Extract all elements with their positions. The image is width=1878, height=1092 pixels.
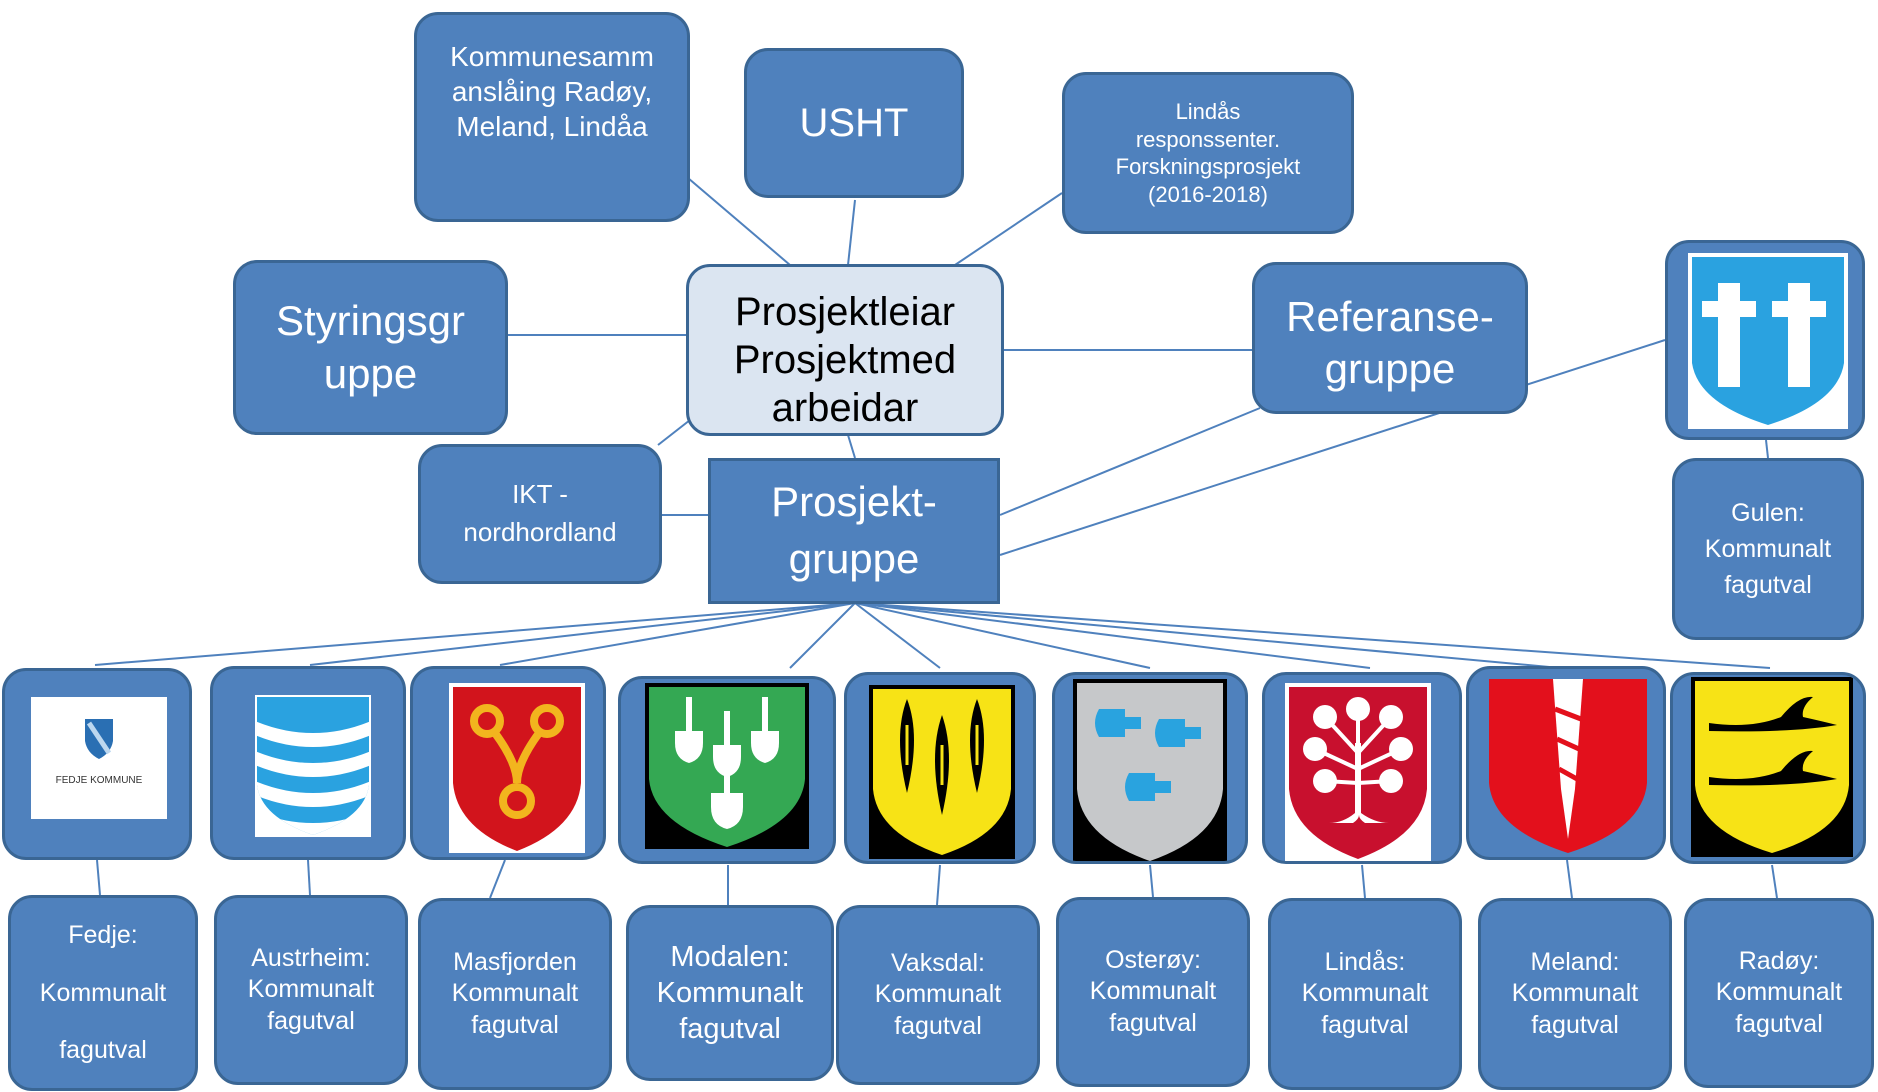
- connector-masfjorden: [499, 602, 856, 666]
- connector-ikt: [657, 419, 691, 446]
- connector-austrheim: [309, 602, 856, 666]
- radoy-coat-of-arms-icon: [1691, 677, 1853, 857]
- logo-box-modalen: [618, 676, 836, 864]
- node-meland: Meland: Kommunalt fagutval: [1478, 898, 1672, 1090]
- node-lindas-responssenter-label: Lindås responssenter. Forskningsprosjekt…: [1115, 99, 1301, 207]
- node-masfjorden: Masfjorden Kommunalt fagutval: [418, 898, 612, 1090]
- gulen-coat-of-arms-icon: [1688, 253, 1848, 429]
- lindas-coat-of-arms-icon: [1285, 683, 1431, 861]
- logo-box-austrheim: [210, 666, 406, 860]
- connector-meland-label: [1566, 859, 1573, 899]
- logo-box-gulen: [1665, 240, 1865, 440]
- node-austrheim: Austrheim: Kommunalt fagutval: [214, 895, 408, 1085]
- node-osteroy-label: Osterøy: Kommunalt fagutval: [1089, 946, 1217, 1037]
- connector-osteroy: [854, 602, 1151, 669]
- austrheim-coat-of-arms-icon: [255, 695, 371, 837]
- node-modalen: Modalen: Kommunalt fagutval: [626, 905, 834, 1081]
- connector-austrheim-label: [307, 859, 311, 896]
- connector-lindas: [854, 602, 1371, 669]
- connector-vaksdal-label: [936, 864, 941, 906]
- logo-box-masfjorden: [410, 666, 606, 860]
- connector-usht: [847, 199, 856, 266]
- node-kommunesamanslaing-label: Kommunesamm anslåing Radøy, Meland, Lind…: [450, 40, 654, 142]
- connector-lindas-label: [1361, 864, 1366, 899]
- node-prosjektgruppe-label: Prosjekt- gruppe: [771, 478, 937, 582]
- node-austrheim-label: Austrheim: Kommunalt fagutval: [247, 944, 375, 1035]
- node-vaksdal-label: Vaksdal: Kommunalt fagutval: [874, 949, 1002, 1040]
- connector-osteroy-label: [1149, 864, 1154, 898]
- node-masfjorden-label: Masfjorden Kommunalt fagutval: [451, 948, 579, 1039]
- fedje-coat-of-arms-icon: FEDJE KOMMUNE: [31, 697, 167, 819]
- meland-coat-of-arms-icon: [1489, 679, 1647, 853]
- node-styringsgruppe: Styringsgr uppe: [233, 260, 508, 435]
- node-vaksdal: Vaksdal: Kommunalt fagutval: [836, 905, 1040, 1085]
- connector-lindas-responssenter: [954, 192, 1063, 266]
- connector-modalen: [789, 602, 856, 669]
- masfjorden-coat-of-arms-icon: [449, 683, 585, 853]
- node-ikt-label: IKT - nordhordland: [463, 479, 617, 547]
- connector-fedje: [94, 602, 856, 666]
- connector-gruppe-referanse: [999, 407, 1261, 516]
- connector-kommunesamanslaing: [687, 177, 791, 266]
- modalen-coat-of-arms-icon: [645, 683, 809, 849]
- node-usht: USHT: [744, 48, 964, 198]
- node-gulen: Gulen: Kommunalt fagutval: [1672, 458, 1864, 640]
- node-ikt: IKT - nordhordland: [418, 444, 662, 584]
- connector-gulen-logo: [1765, 439, 1769, 459]
- fedje-logo-text: FEDJE KOMMUNE: [56, 775, 143, 786]
- node-modalen-label: Modalen: Kommunalt fagutval: [656, 940, 804, 1046]
- osteroy-coat-of-arms-icon: [1073, 679, 1227, 861]
- node-osteroy: Osterøy: Kommunalt fagutval: [1056, 897, 1250, 1087]
- node-radoy-label: Radøy: Kommunalt fagutval: [1715, 947, 1843, 1038]
- node-fedje-label: Fedje: Kommunalt fagutval: [39, 921, 167, 1065]
- logo-box-lindas: [1262, 672, 1462, 864]
- node-lindas-label: Lindås: Kommunalt fagutval: [1301, 948, 1429, 1039]
- node-usht-label: USHT: [799, 101, 909, 145]
- connector-fedje-label: [96, 859, 101, 896]
- node-kommunesamanslaing: Kommunesamm anslåing Radøy, Meland, Lind…: [414, 12, 690, 222]
- node-lindas-responssenter: Lindås responssenter. Forskningsprosjekt…: [1062, 72, 1354, 234]
- logo-box-radoy: [1670, 672, 1866, 864]
- connector-meland: [854, 602, 1561, 669]
- logo-box-fedje: FEDJE KOMMUNE: [2, 668, 192, 860]
- node-radoy: Radøy: Kommunalt fagutval: [1684, 898, 1874, 1088]
- connector-radoy-label: [1771, 864, 1778, 899]
- connector-vaksdal: [854, 602, 941, 669]
- logo-box-osteroy: [1052, 672, 1248, 864]
- node-prosjektleiar-label: Prosjektleiar Prosjektmed arbeidar: [733, 290, 957, 430]
- node-styringsgruppe-label: Styringsgr uppe: [275, 297, 466, 397]
- node-meland-label: Meland: Kommunalt fagutval: [1511, 948, 1639, 1039]
- connector-radoy: [854, 602, 1771, 669]
- connector-leiar-gruppe: [847, 434, 856, 459]
- node-prosjektleiar: Prosjektleiar Prosjektmed arbeidar: [686, 264, 1004, 436]
- node-fedje: Fedje: Kommunalt fagutval: [8, 895, 198, 1091]
- logo-box-vaksdal: [844, 672, 1036, 864]
- node-prosjektgruppe: Prosjekt- gruppe: [708, 458, 1000, 604]
- node-lindas: Lindås: Kommunalt fagutval: [1268, 898, 1462, 1090]
- logo-box-meland: [1466, 666, 1666, 860]
- connector-gruppe-gulen: [999, 339, 1666, 556]
- connector-masfjorden-label: [489, 859, 506, 899]
- vaksdal-coat-of-arms-icon: [869, 685, 1015, 859]
- node-referansegruppe: Referanse- gruppe: [1252, 262, 1528, 414]
- node-gulen-label: Gulen: Kommunalt fagutval: [1704, 498, 1832, 600]
- node-referansegruppe-label: Referanse- gruppe: [1286, 292, 1494, 393]
